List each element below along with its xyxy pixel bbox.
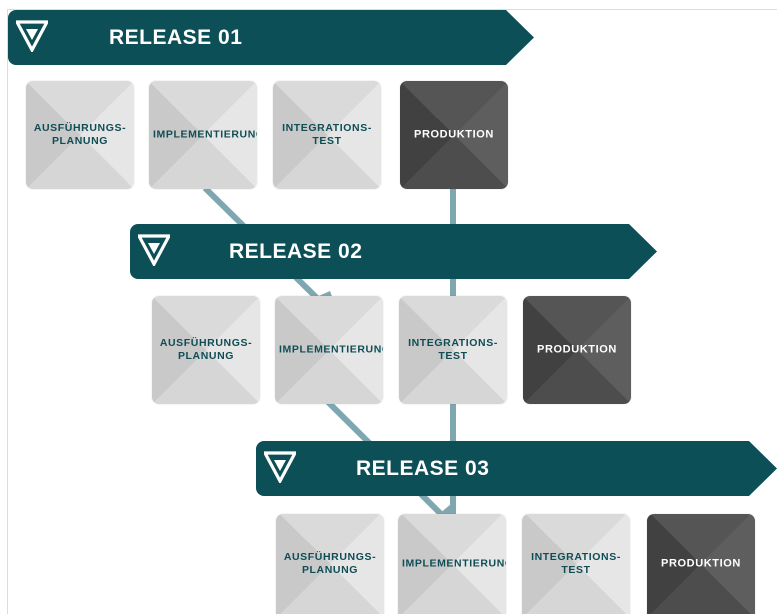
release-03-banner: RELEASE 03 (256, 441, 777, 496)
stage-tile-integrationstest[interactable]: INTEGRATIONS- TEST (522, 514, 630, 614)
stage-tile-produktion[interactable]: PRODUKTION (523, 296, 631, 404)
release-02-banner: RELEASE 02 (130, 224, 657, 279)
stage-label: AUSFÜHRUNGS- PLANUNG (283, 551, 377, 576)
stage-tile-ausfuehrungsplanung[interactable]: AUSFÜHRUNGS- PLANUNG (276, 514, 384, 614)
v-logo-icon (138, 234, 170, 266)
stage-tile-ausfuehrungsplanung[interactable]: AUSFÜHRUNGS- PLANUNG (26, 81, 134, 189)
stage-label: IMPLEMENTIERUNG (153, 128, 257, 141)
stage-tile-produktion[interactable]: PRODUKTION (647, 514, 755, 614)
stage-tile-integrationstest[interactable]: INTEGRATIONS- TEST (399, 296, 507, 404)
stage-label: INTEGRATIONS- TEST (408, 337, 498, 362)
canvas-frame (7, 9, 777, 614)
stage-label: PRODUKTION (537, 343, 617, 356)
stage-label: IMPLEMENTIERUNG (402, 557, 506, 570)
stage-label: PRODUKTION (661, 557, 741, 570)
stage-label: IMPLEMENTIERUNG (279, 343, 383, 356)
v-logo-icon (16, 20, 48, 52)
release-title: RELEASE 02 (229, 240, 363, 263)
v-logo-icon (264, 451, 296, 483)
stage-tile-integrationstest[interactable]: INTEGRATIONS- TEST (273, 81, 381, 189)
stage-tile-implementierung[interactable]: IMPLEMENTIERUNG (275, 296, 383, 404)
stage-label: PRODUKTION (414, 128, 494, 141)
release-01-banner: RELEASE 01 (8, 10, 534, 65)
stage-tile-implementierung[interactable]: IMPLEMENTIERUNG (149, 81, 257, 189)
stage-tile-ausfuehrungsplanung[interactable]: AUSFÜHRUNGS- PLANUNG (152, 296, 260, 404)
stage-label: AUSFÜHRUNGS- PLANUNG (33, 122, 127, 147)
stage-tile-implementierung[interactable]: IMPLEMENTIERUNG (398, 514, 506, 614)
stage-label: AUSFÜHRUNGS- PLANUNG (159, 337, 253, 362)
stage-tile-produktion[interactable]: PRODUKTION (400, 81, 508, 189)
stage-label: INTEGRATIONS- TEST (282, 122, 372, 147)
release-title: RELEASE 01 (109, 26, 243, 49)
stage-label: INTEGRATIONS- TEST (531, 551, 621, 576)
release-title: RELEASE 03 (356, 457, 490, 480)
